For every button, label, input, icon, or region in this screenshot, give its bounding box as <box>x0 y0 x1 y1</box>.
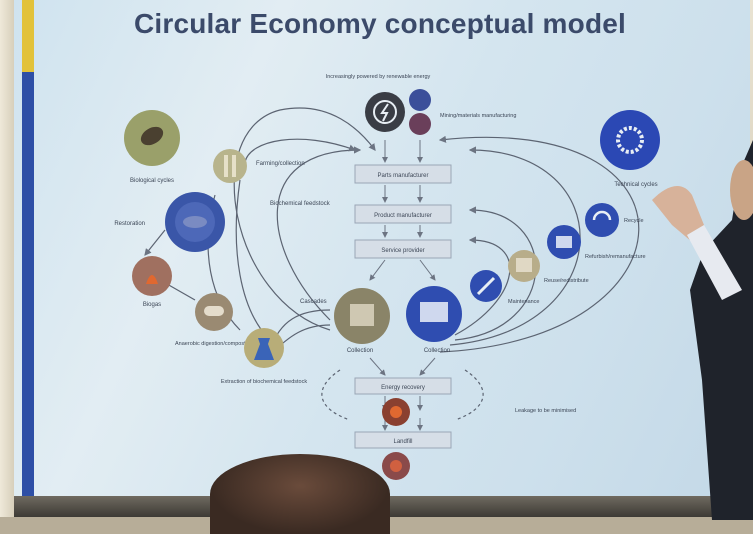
collection-right-node: Collection <box>406 286 462 354</box>
refurbish-node: Refurbish/remanufacture <box>547 225 646 260</box>
extraction-label: Extraction of biochemical feedstock <box>221 379 307 385</box>
reuse-node: Reuse/redistribute <box>508 250 589 284</box>
slide-accent-yellow <box>22 0 34 72</box>
extraction-node: Extraction of biochemical feedstock <box>221 328 307 385</box>
biogas-label: Biogas <box>143 302 161 308</box>
product-manufacturer-label: Product manufacturer <box>374 213 432 219</box>
anaerobic-label: Anaerobic digestion/composting <box>175 341 253 347</box>
energy-recovery-box: Energy recovery <box>354 377 452 395</box>
collection-left-label: Collection <box>347 348 373 354</box>
service-provider-label: Service provider <box>381 248 424 254</box>
recycle-node: Recycle <box>585 203 644 237</box>
biochemical-label: Biochemical feedstock <box>270 201 331 207</box>
farming-label: Farming/collection <box>256 161 305 167</box>
maintenance-node: Maintenance <box>470 270 540 305</box>
parts-manufacturer-label: Parts manufacturer <box>377 173 428 179</box>
landfill-box: Landfill <box>354 431 452 449</box>
landfill-label: Landfill <box>393 439 412 445</box>
slide-accent-blue <box>22 72 34 497</box>
maintenance-label: Maintenance <box>508 299 540 305</box>
collection-right-label: Collection <box>424 348 450 354</box>
farming-node: Farming/collection <box>213 149 305 183</box>
technical-cycles-label: Technical cycles <box>614 182 657 188</box>
biological-cycles-label: Biological cycles <box>130 178 174 184</box>
presenter <box>652 140 753 520</box>
energy-recovery-label: Energy recovery <box>381 385 425 391</box>
refurbish-label: Refurbish/remanufacture <box>585 254 646 260</box>
service-provider-box: Service provider <box>354 239 452 259</box>
energy-recovery-icon <box>382 398 410 426</box>
reuse-label: Reuse/redistribute <box>544 278 589 284</box>
presenter-hand <box>652 185 704 242</box>
mining-node: Mining/materials manufacturing <box>409 89 516 135</box>
presenter-face <box>730 160 753 220</box>
biogas-node: Biogas <box>132 256 172 308</box>
leakage-label: Leakage to be minimised <box>515 408 576 414</box>
biological-cycles-node: Biological cycles <box>124 110 180 184</box>
collection-left-node: Collection <box>334 288 390 354</box>
presenter-body <box>690 140 753 520</box>
renewable-energy-node: Increasingly powered by renewable energy <box>326 74 431 132</box>
renewable-energy-label: Increasingly powered by renewable energy <box>326 74 431 80</box>
mining-label: Mining/materials manufacturing <box>440 113 516 119</box>
presenter-cuff <box>687 225 742 300</box>
restoration-label: Restoration <box>114 221 145 227</box>
audience-head <box>210 454 390 534</box>
restoration-node: Restoration <box>114 192 225 252</box>
parts-manufacturer-box: Parts manufacturer <box>354 164 452 184</box>
recycle-label: Recycle <box>624 218 644 224</box>
product-manufacturer-box: Product manufacturer <box>354 204 452 224</box>
cycle-loops <box>144 107 640 421</box>
circular-economy-diagram: Parts manufacturer Product manufacturer … <box>114 74 660 480</box>
slide-title: Circular Economy conceptual model <box>133 8 627 39</box>
cascades-label: Cascades <box>300 299 327 305</box>
center-arrows <box>369 140 436 431</box>
technical-cycles-node: Technical cycles <box>600 110 660 188</box>
anaerobic-node: Anaerobic digestion/composting <box>175 293 253 347</box>
landfill-icon <box>382 452 410 480</box>
screen-left-edge <box>0 0 14 517</box>
